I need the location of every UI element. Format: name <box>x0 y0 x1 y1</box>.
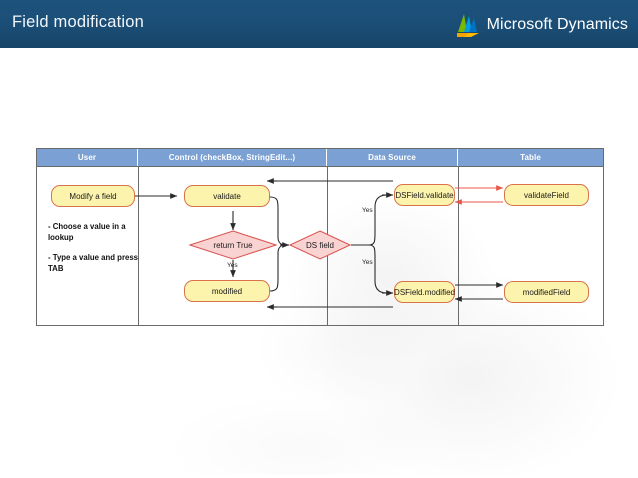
header-rule <box>37 166 603 167</box>
slide-footer <box>0 474 638 478</box>
column-header-control: Control (checkBox, StringEdit...) <box>138 149 327 166</box>
node-validatefield[interactable]: validateField <box>504 184 589 206</box>
user-lane-notes: - Choose a value in a lookup - Type a va… <box>48 221 148 274</box>
node-modifiedfield[interactable]: modifiedField <box>504 281 589 303</box>
edge-label-yes-modified: Yes <box>362 259 373 266</box>
slide-header: Field modification Microsoft Dynamics <box>0 0 638 48</box>
lane-divider-1 <box>138 166 139 326</box>
edge-label-yes-validate: Yes <box>362 207 373 214</box>
user-note-2: - Type a value and press TAB <box>48 253 138 273</box>
node-modified[interactable]: modified <box>184 280 270 302</box>
node-return-true-label: return True <box>213 240 253 250</box>
node-validate[interactable]: validate <box>184 185 270 207</box>
node-ds-field-label: DS field <box>305 240 334 250</box>
swimlane-diagram: User Control (checkBox, StringEdit...) D… <box>36 148 604 326</box>
column-header-data-source: Data Source <box>327 149 458 166</box>
dynamics-logo-icon <box>456 13 479 37</box>
brand-name: Microsoft Dynamics <box>486 16 628 33</box>
user-note-1: - Choose a value in a lookup <box>48 222 126 242</box>
node-dsfield-modified[interactable]: DSField.modified <box>394 281 455 303</box>
node-ds-field[interactable]: DS field <box>289 230 351 260</box>
node-dsfield-validate[interactable]: DSField.validate <box>394 184 455 206</box>
column-header-table: Table <box>458 149 603 166</box>
node-return-true[interactable]: return True <box>189 230 277 260</box>
lane-divider-3 <box>458 166 459 326</box>
brand-lockup: Microsoft Dynamics <box>455 10 628 40</box>
column-header-user: User <box>37 149 138 166</box>
node-modify-a-field[interactable]: Modify a field <box>51 185 135 207</box>
page-title: Field modification <box>12 13 144 31</box>
edge-label-yes-return-true: Yes <box>227 262 238 269</box>
